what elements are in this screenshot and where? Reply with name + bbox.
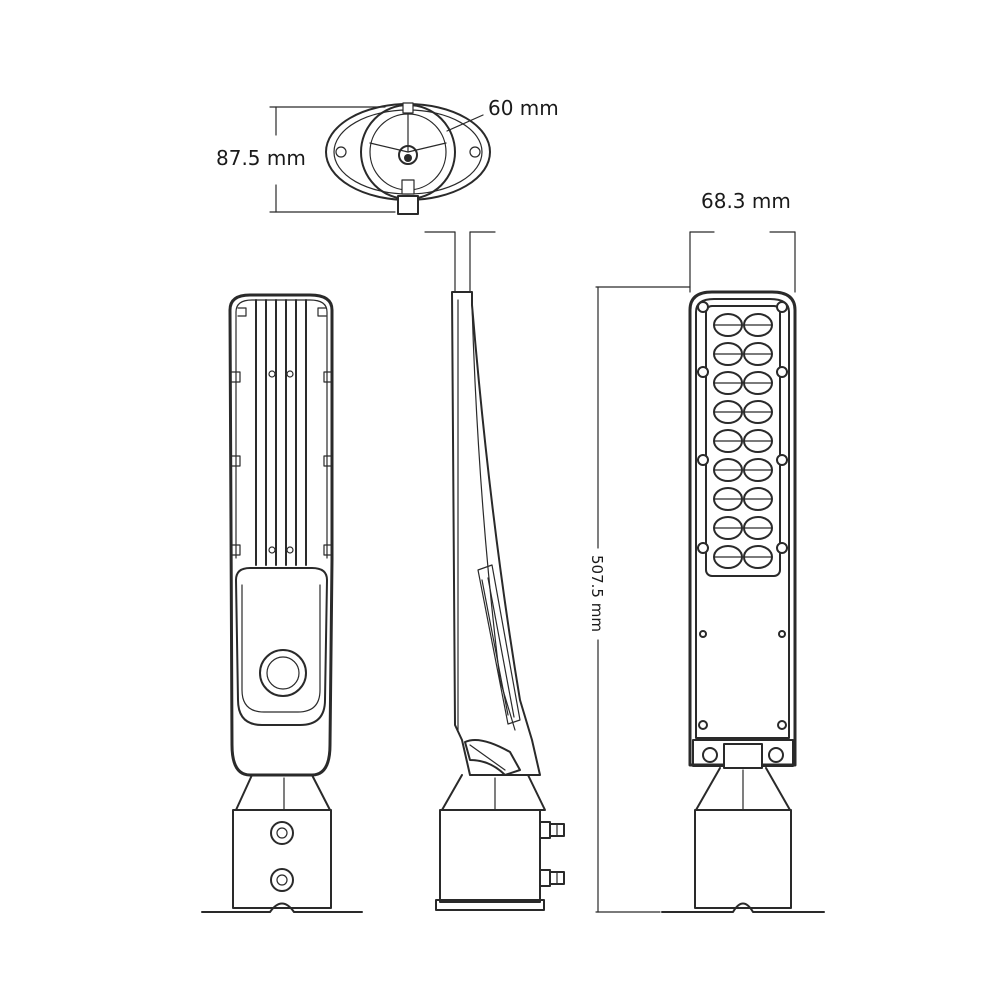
front-view	[595, 231, 825, 913]
top-view	[269, 102, 491, 215]
length-dimension-label: 507.5 mm	[588, 555, 606, 632]
led-array	[713, 313, 773, 569]
back-view	[201, 293, 363, 913]
side-view	[424, 231, 565, 911]
width-dimension-label: 68.3 mm	[701, 189, 791, 213]
diameter-dimension-label: 60 mm	[488, 96, 559, 120]
height-dimension-label: 87.5 mm	[216, 146, 306, 170]
